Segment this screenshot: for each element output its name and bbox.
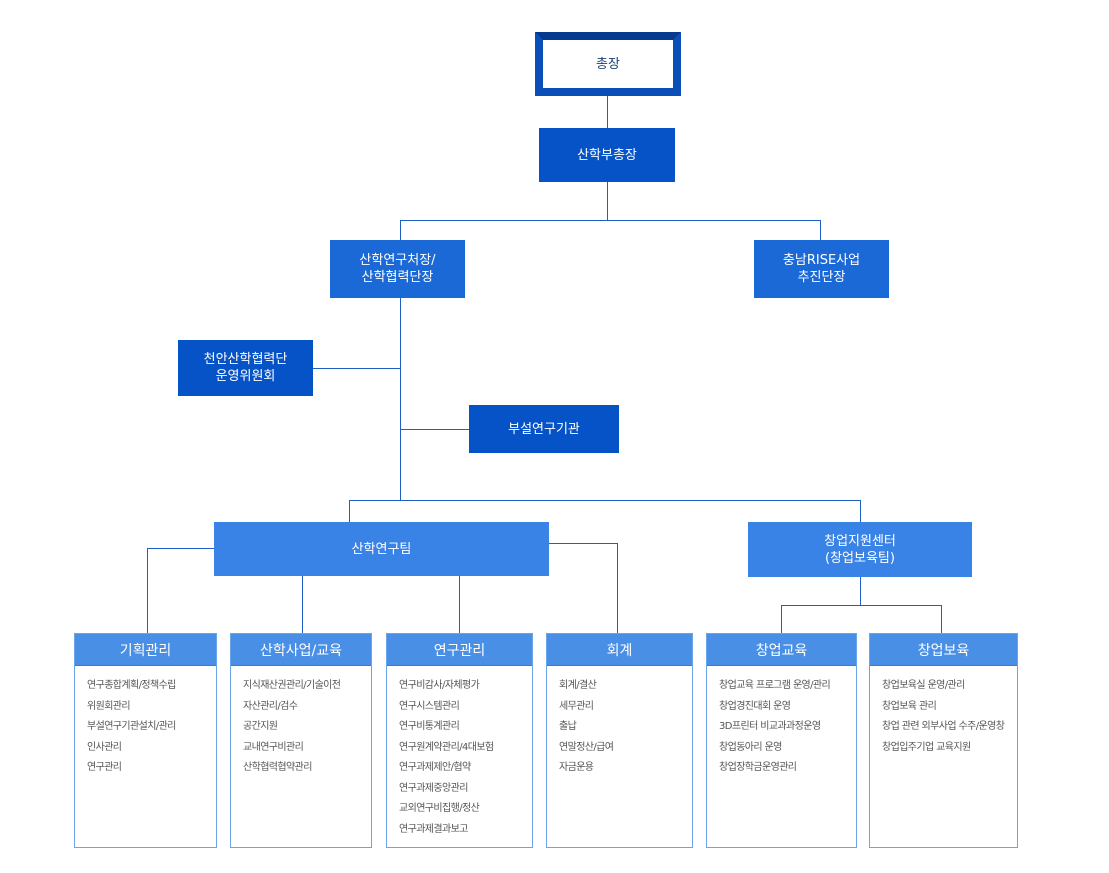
dept-item: 창업동아리 운영: [719, 741, 782, 753]
dept-item: 연구비감사/자체평가: [399, 680, 480, 691]
connector: [820, 220, 821, 240]
dept-item: 위원회관리: [87, 700, 131, 712]
dept-item: 연구과제중앙관리: [399, 782, 468, 794]
dept-title: 연구관리: [387, 634, 532, 666]
dept-item: 출납: [559, 721, 577, 732]
dept-item: 인사관리: [87, 741, 122, 753]
dept-item: 교외연구비집행/정산: [399, 803, 480, 814]
dept-item: 창업장학금운영관리: [719, 762, 797, 773]
president-box: 총장: [535, 32, 681, 96]
dept-item: 창업입주기업 교육지원: [882, 741, 971, 753]
connector: [607, 182, 608, 220]
dept-item: 창업보육 관리: [882, 700, 937, 712]
connector: [941, 605, 942, 633]
dept-item: 연말정산/급여: [559, 741, 614, 753]
rise-box: 충남RISE사업 추진단장: [754, 240, 889, 298]
institutes-box: 부설연구기관: [469, 405, 619, 453]
connector: [400, 298, 401, 500]
connector: [860, 500, 861, 522]
startup-center-box: 창업지원센터 (창업보육팀): [748, 522, 972, 577]
connector: [459, 576, 460, 633]
connector: [400, 220, 401, 240]
dept-item: 연구과제결과보고: [399, 823, 468, 835]
committee-box: 천안산학협력단 운영위원회: [178, 340, 313, 396]
dept-item: 3D프린터 비교과과정운영: [719, 721, 821, 732]
dept-title: 창업교육: [707, 634, 856, 666]
dept-item: 자산관리/검수: [243, 700, 298, 712]
dept-item: 연구비통계관리: [399, 721, 460, 732]
dept-item: 부설연구기관설치/관리: [87, 721, 176, 732]
connector: [400, 220, 820, 221]
connector: [147, 548, 148, 633]
dept-item: 지식재산권관리/기술이전: [243, 680, 341, 691]
connector: [617, 543, 618, 633]
dept-item: 창업교육 프로그램 운영/관리: [719, 680, 831, 691]
connector: [549, 543, 617, 544]
dept-item: 연구원계약관리/4대보험: [399, 741, 494, 753]
connector: [349, 500, 350, 522]
dept-item: 교내연구비관리: [243, 741, 304, 753]
connector: [147, 548, 214, 549]
dept-title: 기획관리: [75, 634, 216, 666]
dept-item: 자금운용: [559, 762, 594, 773]
dept-item: 연구관리: [87, 762, 122, 773]
connector: [781, 605, 782, 633]
connector: [781, 605, 942, 606]
dept-item: 연구종합계획/정책수립: [87, 680, 176, 691]
research-team-box: 산학연구팀: [214, 522, 549, 576]
dept-item: 창업보육실 운영/관리: [882, 680, 965, 691]
dept-item: 세무관리: [559, 700, 594, 712]
connector: [302, 576, 303, 633]
connector: [400, 429, 469, 430]
connector: [313, 368, 400, 369]
dept-title: 회계: [547, 634, 692, 666]
connector: [607, 95, 608, 128]
dept-item: 공간지원: [243, 721, 278, 732]
connector: [860, 577, 861, 605]
dept-title: 창업보육: [870, 634, 1017, 666]
dept-item: 창업경진대회 운영: [719, 700, 791, 712]
dept-title: 산학사업/교육: [231, 634, 371, 666]
dept-item: 회계/결산: [559, 680, 597, 691]
dept-item: 연구과제제안/협약: [399, 762, 471, 773]
research-dean-box: 산학연구처장/ 산학협력단장: [330, 240, 465, 298]
vice-president-box: 산학부총장: [539, 128, 675, 182]
dept-item: 연구시스템관리: [399, 700, 460, 712]
dept-item: 산학협력협약관리: [243, 762, 312, 773]
dept-item: 창업 관련 외부사업 수주/운영창: [882, 721, 1005, 732]
connector: [349, 500, 860, 501]
